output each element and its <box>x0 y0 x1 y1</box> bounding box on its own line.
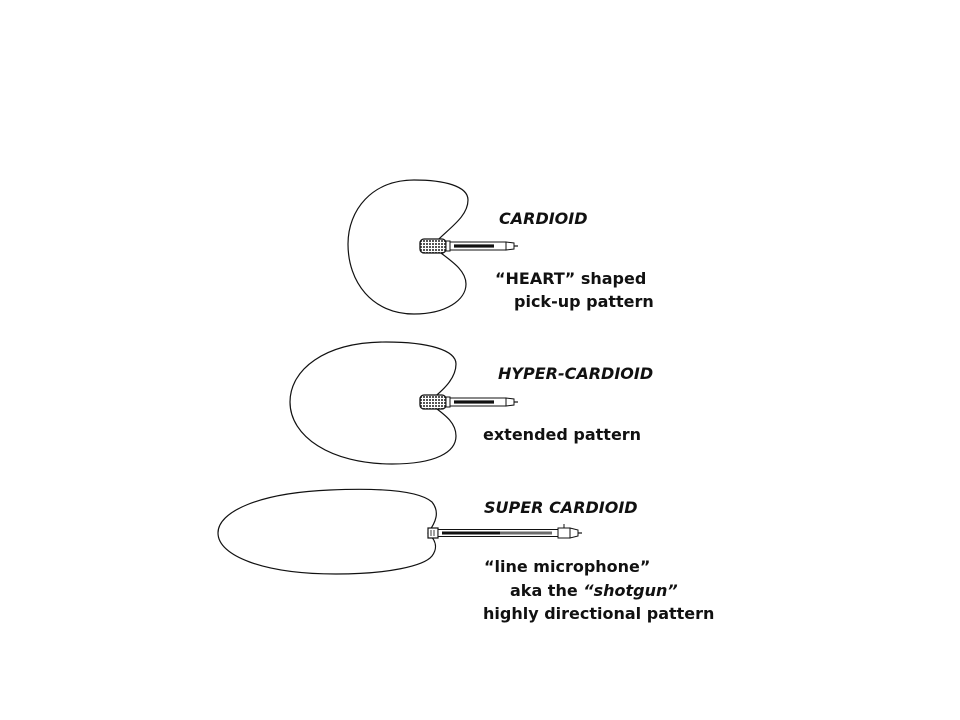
super-cardioid-title: SUPER CARDIOID <box>484 498 638 517</box>
super-cardioid-desc-line2: aka the “shotgun” <box>510 583 678 599</box>
super-cardioid-desc-line3: highly directional pattern <box>483 604 715 623</box>
hyper-cardioid-desc-line1: extended pattern <box>483 425 642 444</box>
cardioid-pattern-outline <box>347 179 469 315</box>
shotgun-emphasis: “shotgun” <box>583 581 678 600</box>
super-cardioid-desc-line1: “line microphone” <box>484 557 651 576</box>
cardioid-title: CARDIOID <box>499 209 588 228</box>
hyper-cardioid-pattern-outline <box>289 341 457 465</box>
hyper-cardioid-title: HYPER-CARDIOID <box>498 364 654 383</box>
super-cardioid-desc-line2-prefix: aka the <box>510 581 584 600</box>
cardioid-desc-line1: “HEART” shaped <box>495 269 647 288</box>
shotgun-microphone-icon <box>427 523 583 539</box>
microphone-icon <box>419 238 519 254</box>
super-cardioid-pattern-outline <box>217 488 437 575</box>
cardioid-desc-line2: pick-up pattern <box>514 292 654 311</box>
microphone-icon <box>419 394 519 410</box>
